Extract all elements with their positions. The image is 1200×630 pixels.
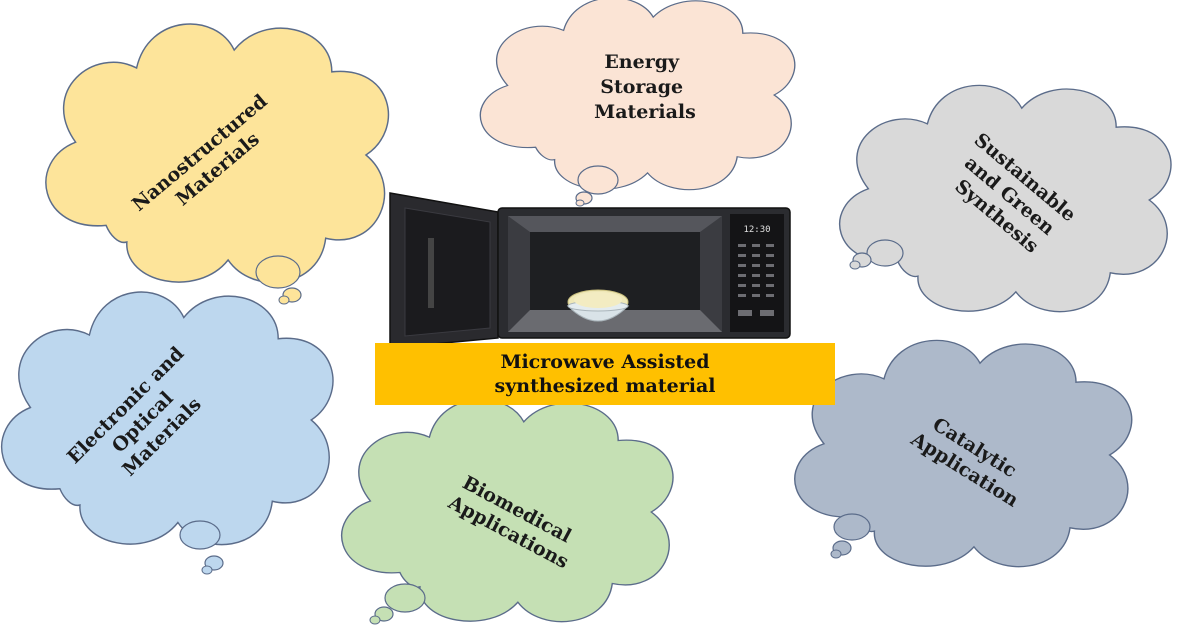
key xyxy=(752,274,760,277)
key xyxy=(752,254,760,257)
microwave-cavity-top xyxy=(508,216,722,232)
powder-bowl-icon xyxy=(566,289,630,322)
stop-key xyxy=(738,310,752,316)
cloud-label-line: Storage xyxy=(600,76,683,98)
microwave-door-handle xyxy=(428,238,434,308)
key xyxy=(752,284,760,287)
thought-bubble xyxy=(866,239,904,267)
center-label-line: synthesized material xyxy=(494,375,716,397)
key xyxy=(738,244,746,247)
center-label-box: Microwave Assisted synthesized material xyxy=(375,343,835,405)
key xyxy=(766,244,774,247)
thought-bubble xyxy=(833,513,871,541)
powder-top xyxy=(574,292,622,308)
cloud-biomedical-applications: Biomedical Applications xyxy=(340,398,674,625)
cloud-nanostructured-materials: Nanostructured Materials xyxy=(45,23,390,305)
key xyxy=(752,264,760,267)
thought-bubble xyxy=(201,565,213,575)
cloud-energy-storage-materials: Energy Storage Materials xyxy=(479,0,796,207)
thought-bubble xyxy=(179,520,221,550)
key xyxy=(752,294,760,297)
key xyxy=(738,254,746,257)
cloud-label-line: Materials xyxy=(594,101,696,123)
microwave-display: 12:30 xyxy=(743,225,770,235)
thought-bubble xyxy=(255,255,301,289)
cloud-sustainable-green-synthesis: Sustainable and Green Synthesis xyxy=(838,84,1172,313)
thought-bubble xyxy=(575,199,585,207)
thought-bubble xyxy=(849,260,861,270)
key xyxy=(766,284,774,287)
key xyxy=(738,264,746,267)
cloud-body xyxy=(45,23,390,284)
microwave-cavity-floor xyxy=(508,310,722,332)
key xyxy=(752,244,760,247)
key xyxy=(766,294,774,297)
center-label-line: Microwave Assisted xyxy=(500,351,710,373)
thought-bubble xyxy=(830,549,842,559)
key xyxy=(738,284,746,287)
thought-bubble xyxy=(384,583,426,613)
thought-bubble xyxy=(369,615,381,625)
cloud-label-line: Energy xyxy=(604,51,680,73)
key xyxy=(738,274,746,277)
cloud-electronic-optical-materials: Electronic and Optical Materials xyxy=(0,291,334,575)
key xyxy=(766,264,774,267)
microwave-cavity-back xyxy=(530,232,700,310)
microwave-keypad xyxy=(738,244,774,316)
cloud-catalytic-application: Catalytic Application xyxy=(794,339,1133,568)
microwave-door-window xyxy=(404,207,491,337)
key xyxy=(766,274,774,277)
cloud-label: Energy Storage Materials xyxy=(594,51,696,123)
key xyxy=(738,294,746,297)
start-key xyxy=(760,310,774,316)
thought-bubble xyxy=(278,295,290,305)
thought-bubble xyxy=(577,165,619,195)
microwave-oven-icon: 12:30 xyxy=(389,192,791,349)
key xyxy=(766,254,774,257)
